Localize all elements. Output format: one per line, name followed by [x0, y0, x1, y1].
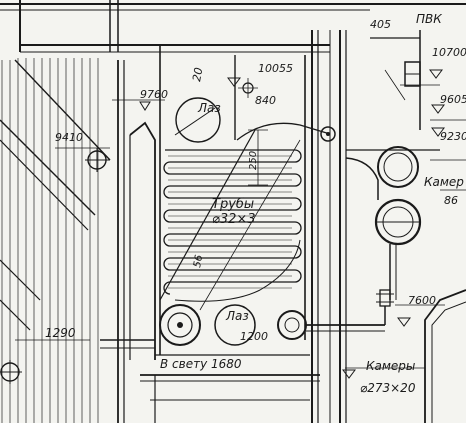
- floor-lines: [140, 354, 320, 423]
- bottom-left-marker-circle: [0, 360, 22, 384]
- label-kamery: Камеры: [366, 359, 415, 373]
- label-elev-9410: 9410: [55, 131, 83, 144]
- label-dim-56: 56: [192, 254, 205, 268]
- label-elev-10700: 10700: [432, 46, 466, 59]
- label-elev-7600: 7600: [408, 294, 436, 307]
- label-elev-9760: 9760: [140, 88, 168, 101]
- label-truby: Трубы: [212, 197, 254, 212]
- manhole-top: [174, 97, 221, 143]
- label-v-svetu: В свету 1680: [160, 357, 242, 371]
- left-marker-circle: [85, 148, 110, 172]
- coil-enclosure: [159, 30, 347, 423]
- label-elev-9605: 9605: [440, 93, 466, 106]
- camera-drum-upper: [345, 146, 440, 200]
- dim-250: [248, 129, 268, 186]
- camera-drum-lower: [374, 198, 422, 300]
- label-kamera: Камер: [424, 175, 464, 189]
- bottom-drum-mid: [214, 304, 256, 346]
- label-elev-405: 405: [370, 18, 391, 31]
- elevation-markers: [227, 69, 445, 379]
- label-dim-250: 250: [248, 151, 259, 170]
- left-wall-hatching: [1, 58, 99, 423]
- label-elev-9230: 9230: [440, 130, 466, 143]
- label-truby-size: ⌀32×3: [212, 212, 256, 227]
- top-frame: [0, 0, 466, 53]
- label-elev-840: 840: [255, 94, 276, 107]
- top-right-vessel: [384, 61, 421, 101]
- label-laz-bottom: Лаз: [225, 309, 249, 323]
- bottom-drum-left: [159, 304, 201, 346]
- label-pvk: ПВК: [416, 12, 442, 26]
- label-laz-top: Лаз: [197, 101, 221, 115]
- elev-10055-marker: [238, 78, 258, 98]
- bottom-drum-right: [277, 310, 385, 340]
- upper-pipe: [236, 122, 336, 142]
- label-dim-1200: 1200: [240, 330, 268, 343]
- left-leaders: [15, 99, 165, 341]
- coil-tubes: [159, 129, 302, 311]
- label-elev-10055: 10055: [258, 62, 293, 75]
- valve-7600: [376, 289, 394, 325]
- label-kamery-size: ⌀273×20: [360, 381, 416, 395]
- tapered-column: [100, 60, 156, 423]
- left-diagonals: [0, 59, 111, 331]
- right-wall: [345, 30, 466, 423]
- labels: ПВК 405 10700 10055 840 20 9760 Лаз 9605…: [45, 12, 466, 395]
- label-elev-86: 86: [444, 194, 458, 207]
- label-elev-20: 20: [190, 66, 205, 82]
- label-elev-1290: 1290: [45, 326, 76, 340]
